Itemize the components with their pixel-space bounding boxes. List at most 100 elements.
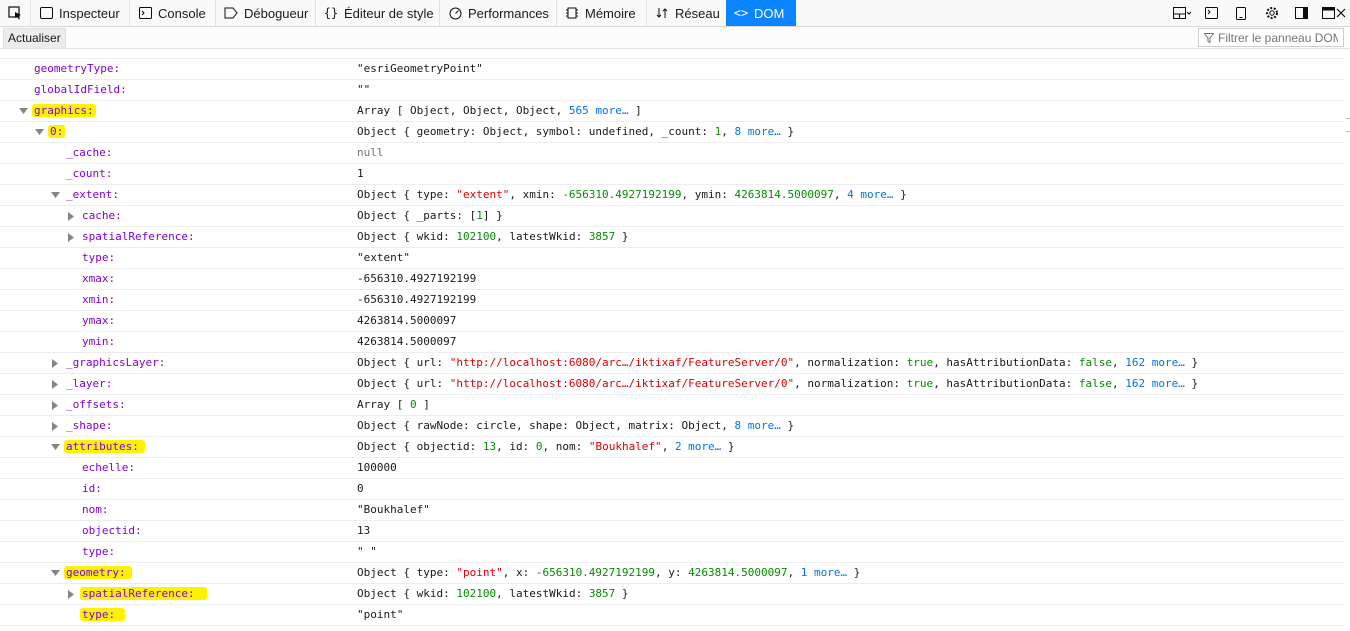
performance-icon <box>448 6 462 20</box>
tab-label: Éditeur de style <box>344 5 434 21</box>
undock-button[interactable] <box>1315 0 1341 26</box>
property-value: 0 <box>357 482 364 495</box>
tab-editeur-de-style[interactable]: {} Éditeur de style <box>315 0 439 26</box>
tree-row[interactable]: cache: Object { _parts: [1] } <box>0 206 1345 227</box>
collapsed-arrow-icon[interactable] <box>48 416 62 436</box>
property-value: 1 <box>357 167 364 180</box>
property-value: Object { wkid: 102100, latestWkid: 3857 … <box>357 230 629 243</box>
property-key-wrap: geometry: <box>64 563 132 583</box>
refresh-button[interactable]: Actualiser <box>3 28 66 49</box>
tree-row[interactable]: _count: 1 <box>0 164 1345 185</box>
expanded-arrow-icon[interactable] <box>16 101 30 121</box>
gear-icon <box>1266 7 1278 19</box>
property-value: " " <box>357 545 377 558</box>
tree-row[interactable]: ymin: 4263814.5000097 <box>0 332 1345 353</box>
filter-box[interactable] <box>1198 28 1344 47</box>
property-key-wrap: type: <box>80 605 126 625</box>
tree-row-extent[interactable]: _extent: Object { type: "extent", xmin: … <box>0 185 1345 206</box>
expanded-arrow-icon[interactable] <box>48 185 62 205</box>
collapsed-arrow-icon[interactable] <box>48 353 62 373</box>
property-key: geometry: <box>64 566 132 579</box>
tree-row-geometry[interactable]: geometry: Object { type: "point", x: -65… <box>0 563 1345 584</box>
tree-row[interactable]: _offsets: Array [ 0 ] <box>0 395 1345 416</box>
tree-row[interactable]: globalIdField: "" <box>0 80 1345 101</box>
collapsed-arrow-icon[interactable] <box>64 227 78 247</box>
tree-row[interactable]: _graphicsLayer: Object { url: "http://lo… <box>0 353 1345 374</box>
tree-row-attributes[interactable]: attributes: Object { objectid: 13, id: 0… <box>0 437 1345 458</box>
tree-row[interactable]: objectid: 13 <box>0 521 1345 542</box>
settings-button[interactable] <box>1259 0 1285 26</box>
dock-options-button[interactable] <box>1168 0 1196 26</box>
tab-performances[interactable]: Performances <box>439 0 556 26</box>
property-key: _count: <box>66 167 113 180</box>
collapsed-arrow-icon[interactable] <box>64 206 78 226</box>
element-picker-button[interactable] <box>0 0 30 26</box>
tree-row[interactable]: ymax: 4263814.5000097 <box>0 311 1345 332</box>
tab-inspecteur[interactable]: Inspecteur <box>30 0 129 26</box>
split-console-icon <box>1204 7 1218 19</box>
tree-row-graphics[interactable]: graphics: Array [ Object, Object, Object… <box>0 101 1345 122</box>
dock-side-button[interactable] <box>1288 0 1314 26</box>
property-value: "" <box>357 83 371 96</box>
property-key: _layer: <box>66 377 113 390</box>
expanded-arrow-icon[interactable] <box>48 437 62 457</box>
tab-label: Mémoire <box>585 5 636 21</box>
property-key: spatialReference: <box>80 587 207 600</box>
inspector-icon <box>39 6 53 20</box>
property-key-wrap: graphics: <box>32 101 96 121</box>
tree-row[interactable]: xmin: -656310.4927192199 <box>0 290 1345 311</box>
expanded-arrow-icon[interactable] <box>32 122 46 142</box>
property-key: xmax: <box>82 272 116 285</box>
tab-console[interactable]: Console <box>129 0 215 26</box>
phone-icon <box>1236 6 1246 20</box>
tree-row[interactable]: type: "extent" <box>0 248 1345 269</box>
tree-row-index-0[interactable]: 0: Object { geometry: Object, symbol: un… <box>0 122 1345 143</box>
close-devtools-button[interactable] <box>1332 0 1350 26</box>
tree-row[interactable]: xmax: -656310.4927192199 <box>0 269 1345 290</box>
tab-reseau[interactable]: Réseau <box>646 0 726 26</box>
collapsed-arrow-icon[interactable] <box>48 374 62 394</box>
tree-row[interactable]: id: 0 <box>0 479 1345 500</box>
tree-row[interactable]: echelle: 100000 <box>0 458 1345 479</box>
dock-side-icon <box>1294 7 1308 19</box>
tree-row[interactable]: _shape: Object { rawNode: circle, shape:… <box>0 416 1345 437</box>
collapsed-arrow-icon[interactable] <box>64 584 78 604</box>
tree-row[interactable]: _cache: null <box>0 143 1345 164</box>
property-value: Object { type: "point", x: -656310.49271… <box>357 566 861 579</box>
tree-row[interactable]: _layer: Object { url: "http://localhost:… <box>0 374 1345 395</box>
expanded-arrow-icon[interactable] <box>48 563 62 583</box>
tab-label: DOM <box>754 5 785 21</box>
tree-row[interactable]: nom: "Boukhalef" <box>0 500 1345 521</box>
property-key: 0: <box>48 125 66 138</box>
tab-debogueur[interactable]: Débogueur <box>215 0 315 26</box>
tree-row[interactable]: spatialReference: Object { wkid: 102100,… <box>0 227 1345 248</box>
tab-memoire[interactable]: Mémoire <box>556 0 646 26</box>
property-key: _cache: <box>66 146 113 159</box>
tree-row[interactable]: type: " " <box>0 542 1345 563</box>
collapsed-arrow-icon[interactable] <box>48 395 62 415</box>
property-value: 13 <box>357 524 371 537</box>
property-key: _graphicsLayer: <box>66 356 166 369</box>
memory-icon <box>565 6 579 20</box>
property-key: id: <box>82 482 102 495</box>
property-key: xmin: <box>82 293 116 306</box>
tree-row[interactable]: geometryType: "esriGeometryPoint" <box>0 59 1345 80</box>
tab-label: Inspecteur <box>59 5 120 21</box>
dom-icon: <> <box>733 6 749 20</box>
filter-input[interactable] <box>1218 30 1338 45</box>
scrollbar-thumb[interactable] <box>1346 118 1350 132</box>
dom-tree: geometryType: "esriGeometryPoint" global… <box>0 49 1345 631</box>
property-value: Object { type: "extent", xmin: -656310.4… <box>357 188 907 201</box>
property-key: ymin: <box>82 335 116 348</box>
debugger-icon <box>224 6 238 20</box>
split-console-button[interactable] <box>1198 0 1224 26</box>
property-value: -656310.4927192199 <box>357 272 477 285</box>
tree-row-geometry-spatialreference[interactable]: spatialReference: Object { wkid: 102100,… <box>0 584 1345 605</box>
console-icon <box>138 6 152 20</box>
property-key: _shape: <box>66 419 113 432</box>
tab-dom[interactable]: <> DOM <box>726 0 796 26</box>
responsive-design-button[interactable] <box>1228 0 1254 26</box>
tree-row-geometry-type[interactable]: type: "point" <box>0 605 1345 626</box>
property-key: attributes: <box>64 440 145 453</box>
property-key: geometryType: <box>34 62 121 75</box>
